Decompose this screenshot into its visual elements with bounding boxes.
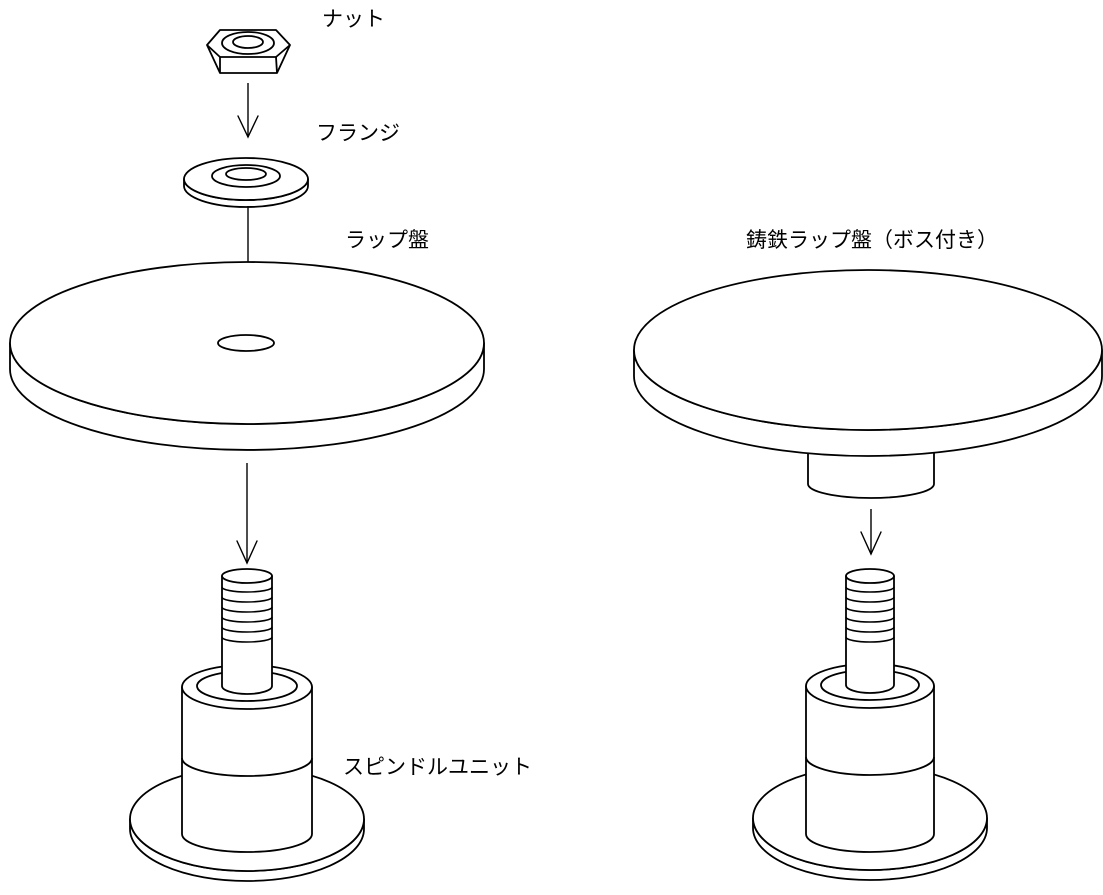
nut-label: ナット: [322, 7, 385, 31]
spindle-unit-right-icon: [752, 568, 988, 881]
lap-plate-label: ラップ盤: [345, 228, 429, 252]
nut-icon: [206, 29, 291, 74]
arrow-lap-plate-to-spindle: [236, 463, 258, 565]
flange-icon: [183, 157, 309, 208]
lap-plate-icon: [9, 261, 485, 451]
cast-iron-lap-plate-icon: [633, 269, 1103, 499]
arrow-boss-to-spindle: [860, 509, 882, 556]
spindle-unit-left-icon: [129, 568, 365, 882]
arrow-nut-to-flange: [237, 83, 259, 139]
cast-iron-lap-plate-label: 鋳鉄ラップ盤（ボス付き）: [746, 228, 998, 252]
spindle-unit-label: スピンドルユニット: [343, 755, 532, 779]
flange-label: フランジ: [316, 121, 400, 145]
